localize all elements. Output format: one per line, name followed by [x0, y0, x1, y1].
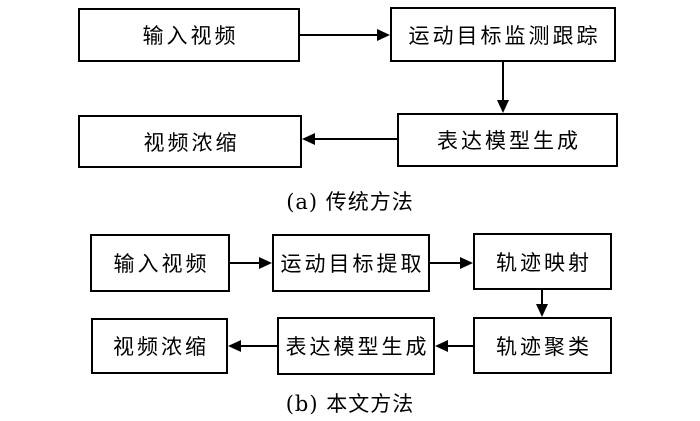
box-b-trajectory-mapping: 轨迹映射 — [473, 233, 612, 290]
box-a-detection-tracking: 运动目标监测跟踪 — [390, 7, 616, 62]
box-b-model-generation: 表达模型生成 — [277, 317, 435, 375]
caption-b: (b) 本文方法 — [285, 392, 415, 416]
box-a-video-condensation: 视频浓缩 — [78, 115, 302, 168]
box-a-model-generation: 表达模型生成 — [397, 113, 618, 167]
box-b-target-extraction: 运动目标提取 — [272, 234, 430, 292]
box-b-trajectory-clustering: 轨迹聚类 — [473, 317, 612, 374]
box-a-input-video: 输入视频 — [78, 8, 300, 62]
box-b-video-condensation: 视频浓缩 — [91, 318, 228, 374]
caption-a: (a) 传统方法 — [286, 190, 414, 214]
box-b-input-video: 输入视频 — [90, 234, 230, 292]
